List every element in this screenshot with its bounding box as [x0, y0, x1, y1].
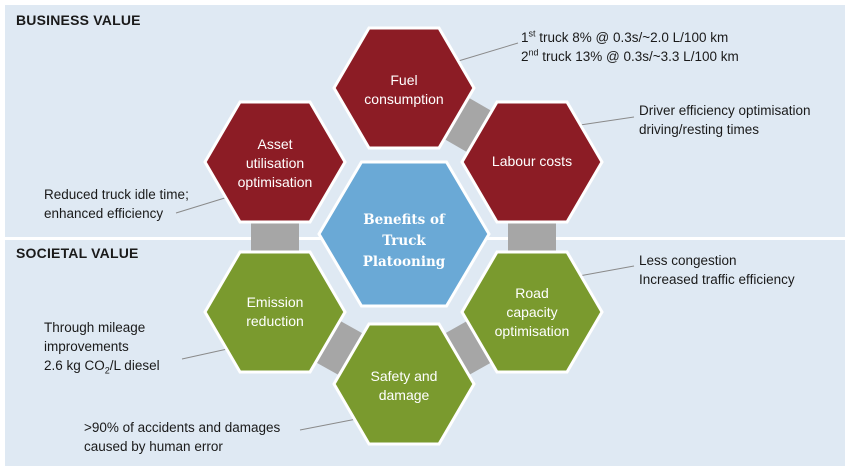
- safety-note-line-1: >90% of accidents and damages: [84, 420, 281, 435]
- emission-note-line-1: Through mileage: [44, 320, 146, 335]
- asset-note: Reduced truck idle time; enhanced effici…: [44, 185, 189, 223]
- road-note: Less congestion Increased traffic effici…: [639, 251, 795, 289]
- asset-utilisation-hex-label: Asset utilisation optimisation: [237, 136, 313, 190]
- road-capacity-hex-label: Road capacity optimisation: [494, 285, 570, 339]
- labour-note-line-2: driving/resting times: [639, 122, 760, 137]
- road-hexagon: [460, 250, 604, 374]
- emission-note: Through mileage improvements 2.6 kg CO2/…: [44, 318, 160, 375]
- asset-hexagon: [203, 100, 347, 224]
- labour-note-line-1: Driver efficiency optimisation: [639, 103, 811, 118]
- business-value-heading: BUSINESS VALUE: [16, 12, 141, 28]
- fuel-note-line-2: 2nd truck 13% @ 0.3s/~3.3 L/100 km: [521, 47, 739, 64]
- asset-note-line-2: enhanced efficiency: [44, 206, 164, 221]
- road-note-line-1: Less congestion: [639, 253, 737, 268]
- emission-reduction-hex-label: Emission reduction: [246, 294, 304, 329]
- fuel-note: 1st truck 8% @ 0.3s/~2.0 L/100 km 2nd tr…: [521, 28, 739, 66]
- emission-note-line-2: improvements: [44, 339, 129, 354]
- societal-value-heading: SOCIETAL VALUE: [16, 245, 139, 261]
- road-note-line-2: Increased traffic efficiency: [639, 272, 795, 287]
- safety-damage-hex-label: Safety and damage: [370, 368, 438, 403]
- asset-note-line-1: Reduced truck idle time;: [44, 187, 189, 202]
- labour-note: Driver efficiency optimisation driving/r…: [639, 101, 811, 139]
- emission-note-line-3: 2.6 kg CO2/L diesel: [44, 358, 160, 376]
- labour-costs-hex-label: Labour costs: [491, 153, 573, 169]
- fuel-note-line-1: 1st truck 8% @ 0.3s/~2.0 L/100 km: [521, 28, 729, 45]
- safety-hexagon: [332, 322, 476, 446]
- asset-leader-line: [175, 196, 229, 214]
- safety-note-line-2: caused by human error: [84, 439, 223, 454]
- center-hexagon: [317, 160, 491, 308]
- center-hex-label: Benefits of Truck Platooning: [362, 212, 446, 270]
- fuel-consumption-hex-label: Fuel consumption: [364, 72, 444, 107]
- fuel-hexagon: [332, 26, 476, 150]
- safety-note: >90% of accidents and damages caused by …: [84, 418, 280, 456]
- fuel-leader-line: [454, 42, 519, 63]
- emission-hexagon: [203, 250, 347, 374]
- labour-hexagon: [460, 100, 604, 224]
